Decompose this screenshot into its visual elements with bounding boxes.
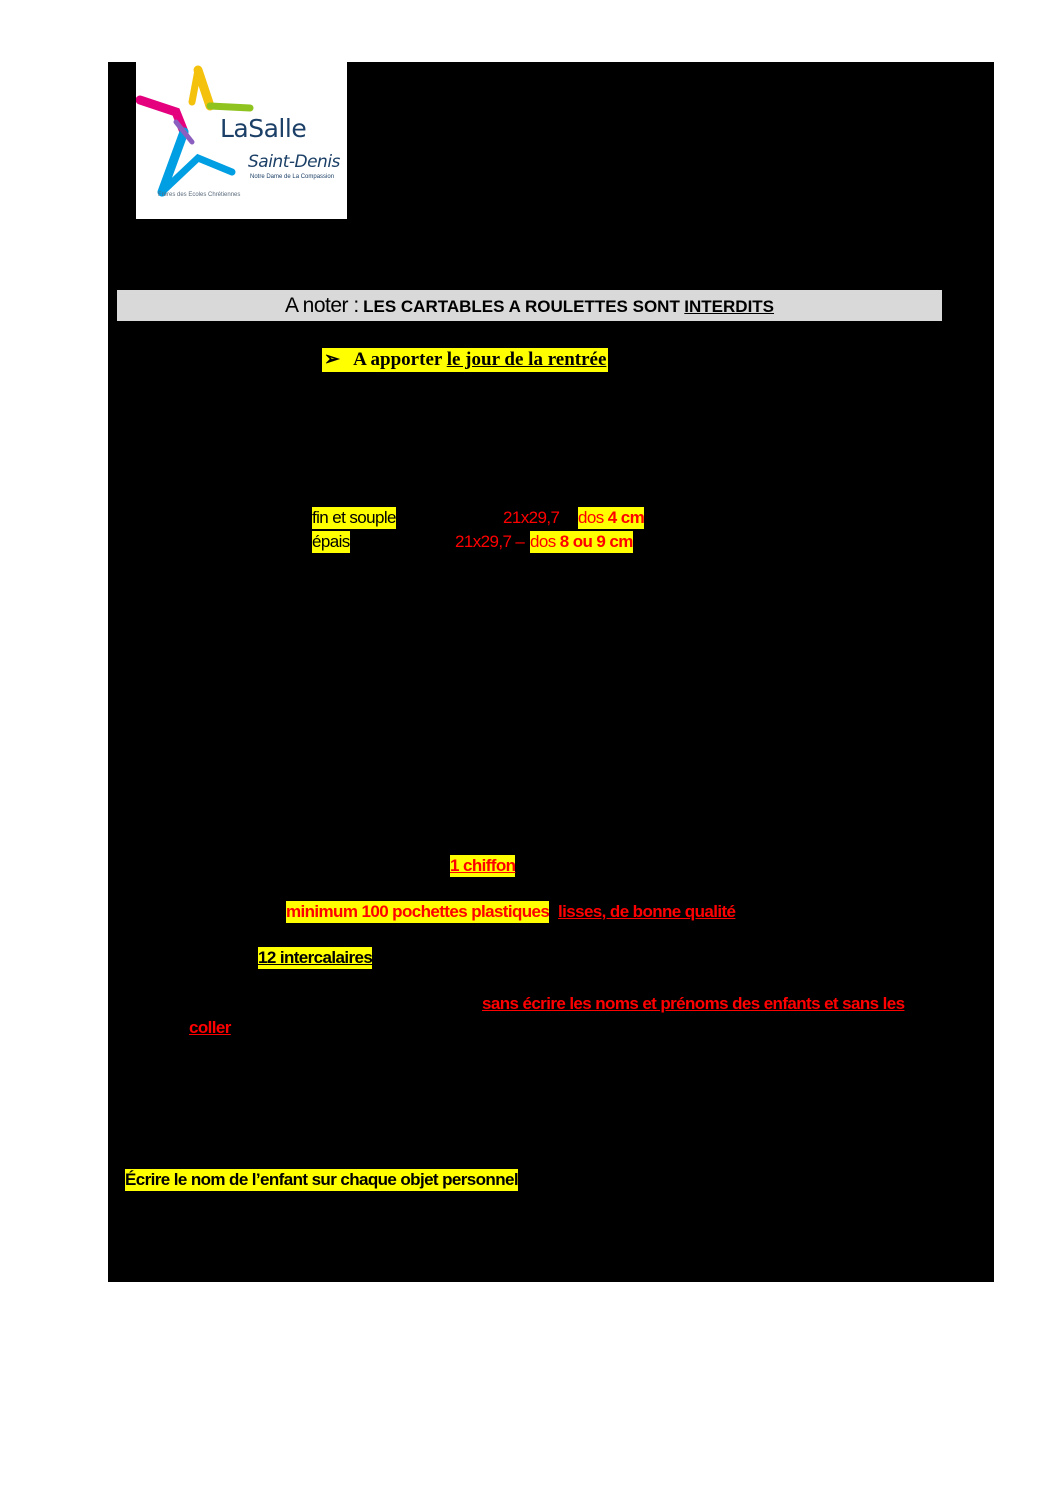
notice-text: LES CARTABLES A ROULETTES SONT bbox=[363, 297, 680, 316]
logo-network: Frères des Ecoles Chrétiennes bbox=[158, 192, 241, 198]
logo-city: Saint-Denis bbox=[248, 152, 340, 172]
logo-school: Notre Dame de La Compassion bbox=[250, 174, 335, 180]
star-logo-icon bbox=[136, 65, 254, 197]
binder-2-size: 21x29,7 – bbox=[455, 532, 525, 551]
notice-emphasis: INTERDITS bbox=[684, 297, 775, 316]
item-pockets: minimum 100 pochettes plastiques bbox=[286, 901, 550, 923]
school-logo: LaSalle Saint-Denis Notre Dame de La Com… bbox=[136, 62, 347, 219]
binder-1-kind: fin et souple bbox=[312, 507, 396, 529]
item-pockets-quality: lisses, de bonne qualité bbox=[558, 902, 736, 921]
item-names-line1: sans écrire les noms et prénoms des enfa… bbox=[482, 994, 905, 1013]
document-body bbox=[108, 62, 994, 1282]
section-part2: le jour de la rentrée bbox=[446, 349, 607, 370]
item-cloth: 1 chiffon bbox=[450, 855, 516, 877]
footer-label-note: Écrire le nom de l’enfant sur chaque obj… bbox=[125, 1169, 519, 1191]
notice-banner: A noter : LES CARTABLES A ROULETTES SONT… bbox=[117, 290, 942, 321]
binder-1-spine: dos 4 cm bbox=[578, 507, 645, 529]
binder-2-spine: dos 8 ou 9 cm bbox=[530, 531, 633, 553]
section-part1: A apporter bbox=[353, 349, 442, 370]
arrow-icon: ➢ bbox=[324, 349, 340, 370]
item-names-line2: coller bbox=[189, 1018, 231, 1037]
logo-name: LaSalle bbox=[220, 114, 307, 143]
binder-1-size: 21x29,7 bbox=[503, 508, 560, 527]
section-heading: ➢ A apporter le jour de la rentrée bbox=[322, 348, 609, 372]
item-dividers: 12 intercalaires bbox=[258, 947, 373, 969]
binder-2-kind: épais bbox=[312, 531, 350, 553]
notice-lead: A noter : bbox=[284, 294, 359, 317]
